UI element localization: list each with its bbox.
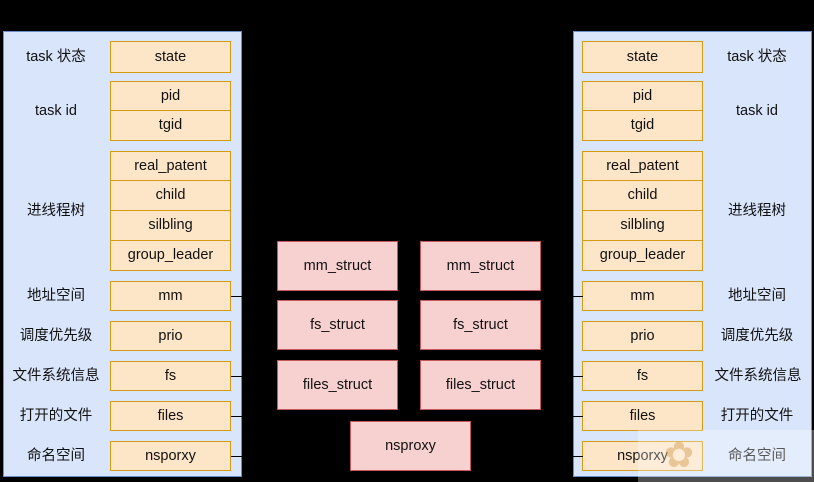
annotation-namespace-left: 命名空间 <box>27 447 85 464</box>
annotation-address-space-right: 地址空间 <box>728 287 786 304</box>
field-fs-left[interactable]: fs <box>110 361 231 391</box>
connector-files-right <box>571 416 583 417</box>
annotation-fs-info-left: 文件系统信息 <box>12 367 100 384</box>
annotation-open-files-left: 打开的文件 <box>19 407 93 424</box>
connector-nsporxy-left <box>231 456 242 457</box>
field-nsporxy-right[interactable]: nsporxy <box>582 441 703 471</box>
field-prio-left[interactable]: prio <box>110 321 231 351</box>
connector-mm-left <box>231 296 242 297</box>
annotation-task-id-left: task id <box>35 102 77 119</box>
field-tgid-right[interactable]: tgid <box>582 111 703 141</box>
field-state-left[interactable]: state <box>110 41 231 73</box>
struct-fs-struct-left[interactable]: fs_struct <box>277 300 398 350</box>
field-pid-left[interactable]: pid <box>110 81 231 111</box>
annotation-sched-prio-left: 调度优先级 <box>19 327 93 344</box>
annotation-task-state-left: task 状态 <box>26 48 86 65</box>
field-group-leader-left[interactable]: group_leader <box>110 241 231 271</box>
annotation-address-space-left: 地址空间 <box>27 287 85 304</box>
field-files-right[interactable]: files <box>582 401 703 431</box>
field-group-leader-right[interactable]: group_leader <box>582 241 703 271</box>
field-nsporxy-left[interactable]: nsporxy <box>110 441 231 471</box>
field-mm-right[interactable]: mm <box>582 281 703 311</box>
annotation-task-id-right: task id <box>736 102 778 119</box>
connector-fs-left <box>231 376 242 377</box>
annotation-namespace-right: 命名空间 <box>728 447 786 464</box>
field-silbling-left[interactable]: silbling <box>110 211 231 241</box>
field-child-left[interactable]: child <box>110 181 231 211</box>
connector-nsporxy-right <box>571 456 583 457</box>
annotation-sched-prio-right: 调度优先级 <box>720 327 794 344</box>
annotation-process-tree-left: 进线程树 <box>27 202 85 219</box>
field-files-left[interactable]: files <box>110 401 231 431</box>
struct-nsproxy-shared[interactable]: nsproxy <box>350 421 471 471</box>
connector-fs-right <box>571 376 583 377</box>
annotation-fs-info-right: 文件系统信息 <box>714 367 802 384</box>
field-tgid-left[interactable]: tgid <box>110 111 231 141</box>
field-mm-left[interactable]: mm <box>110 281 231 311</box>
struct-fs-struct-right[interactable]: fs_struct <box>420 300 541 350</box>
field-silbling-right[interactable]: silbling <box>582 211 703 241</box>
struct-mm-struct-right[interactable]: mm_struct <box>420 241 541 291</box>
annotation-task-state-right: task 状态 <box>727 48 787 65</box>
connector-files-left <box>231 416 242 417</box>
connector-mm-right <box>571 296 583 297</box>
field-child-right[interactable]: child <box>582 181 703 211</box>
struct-files-struct-left[interactable]: files_struct <box>277 360 398 410</box>
field-fs-right[interactable]: fs <box>582 361 703 391</box>
field-pid-right[interactable]: pid <box>582 81 703 111</box>
struct-files-struct-right[interactable]: files_struct <box>420 360 541 410</box>
field-real-patent-left[interactable]: real_patent <box>110 151 231 181</box>
struct-mm-struct-left[interactable]: mm_struct <box>277 241 398 291</box>
field-state-right[interactable]: state <box>582 41 703 73</box>
field-prio-right[interactable]: prio <box>582 321 703 351</box>
annotation-open-files-right: 打开的文件 <box>720 407 794 424</box>
annotation-process-tree-right: 进线程树 <box>728 202 786 219</box>
field-real-patent-right[interactable]: real_patent <box>582 151 703 181</box>
